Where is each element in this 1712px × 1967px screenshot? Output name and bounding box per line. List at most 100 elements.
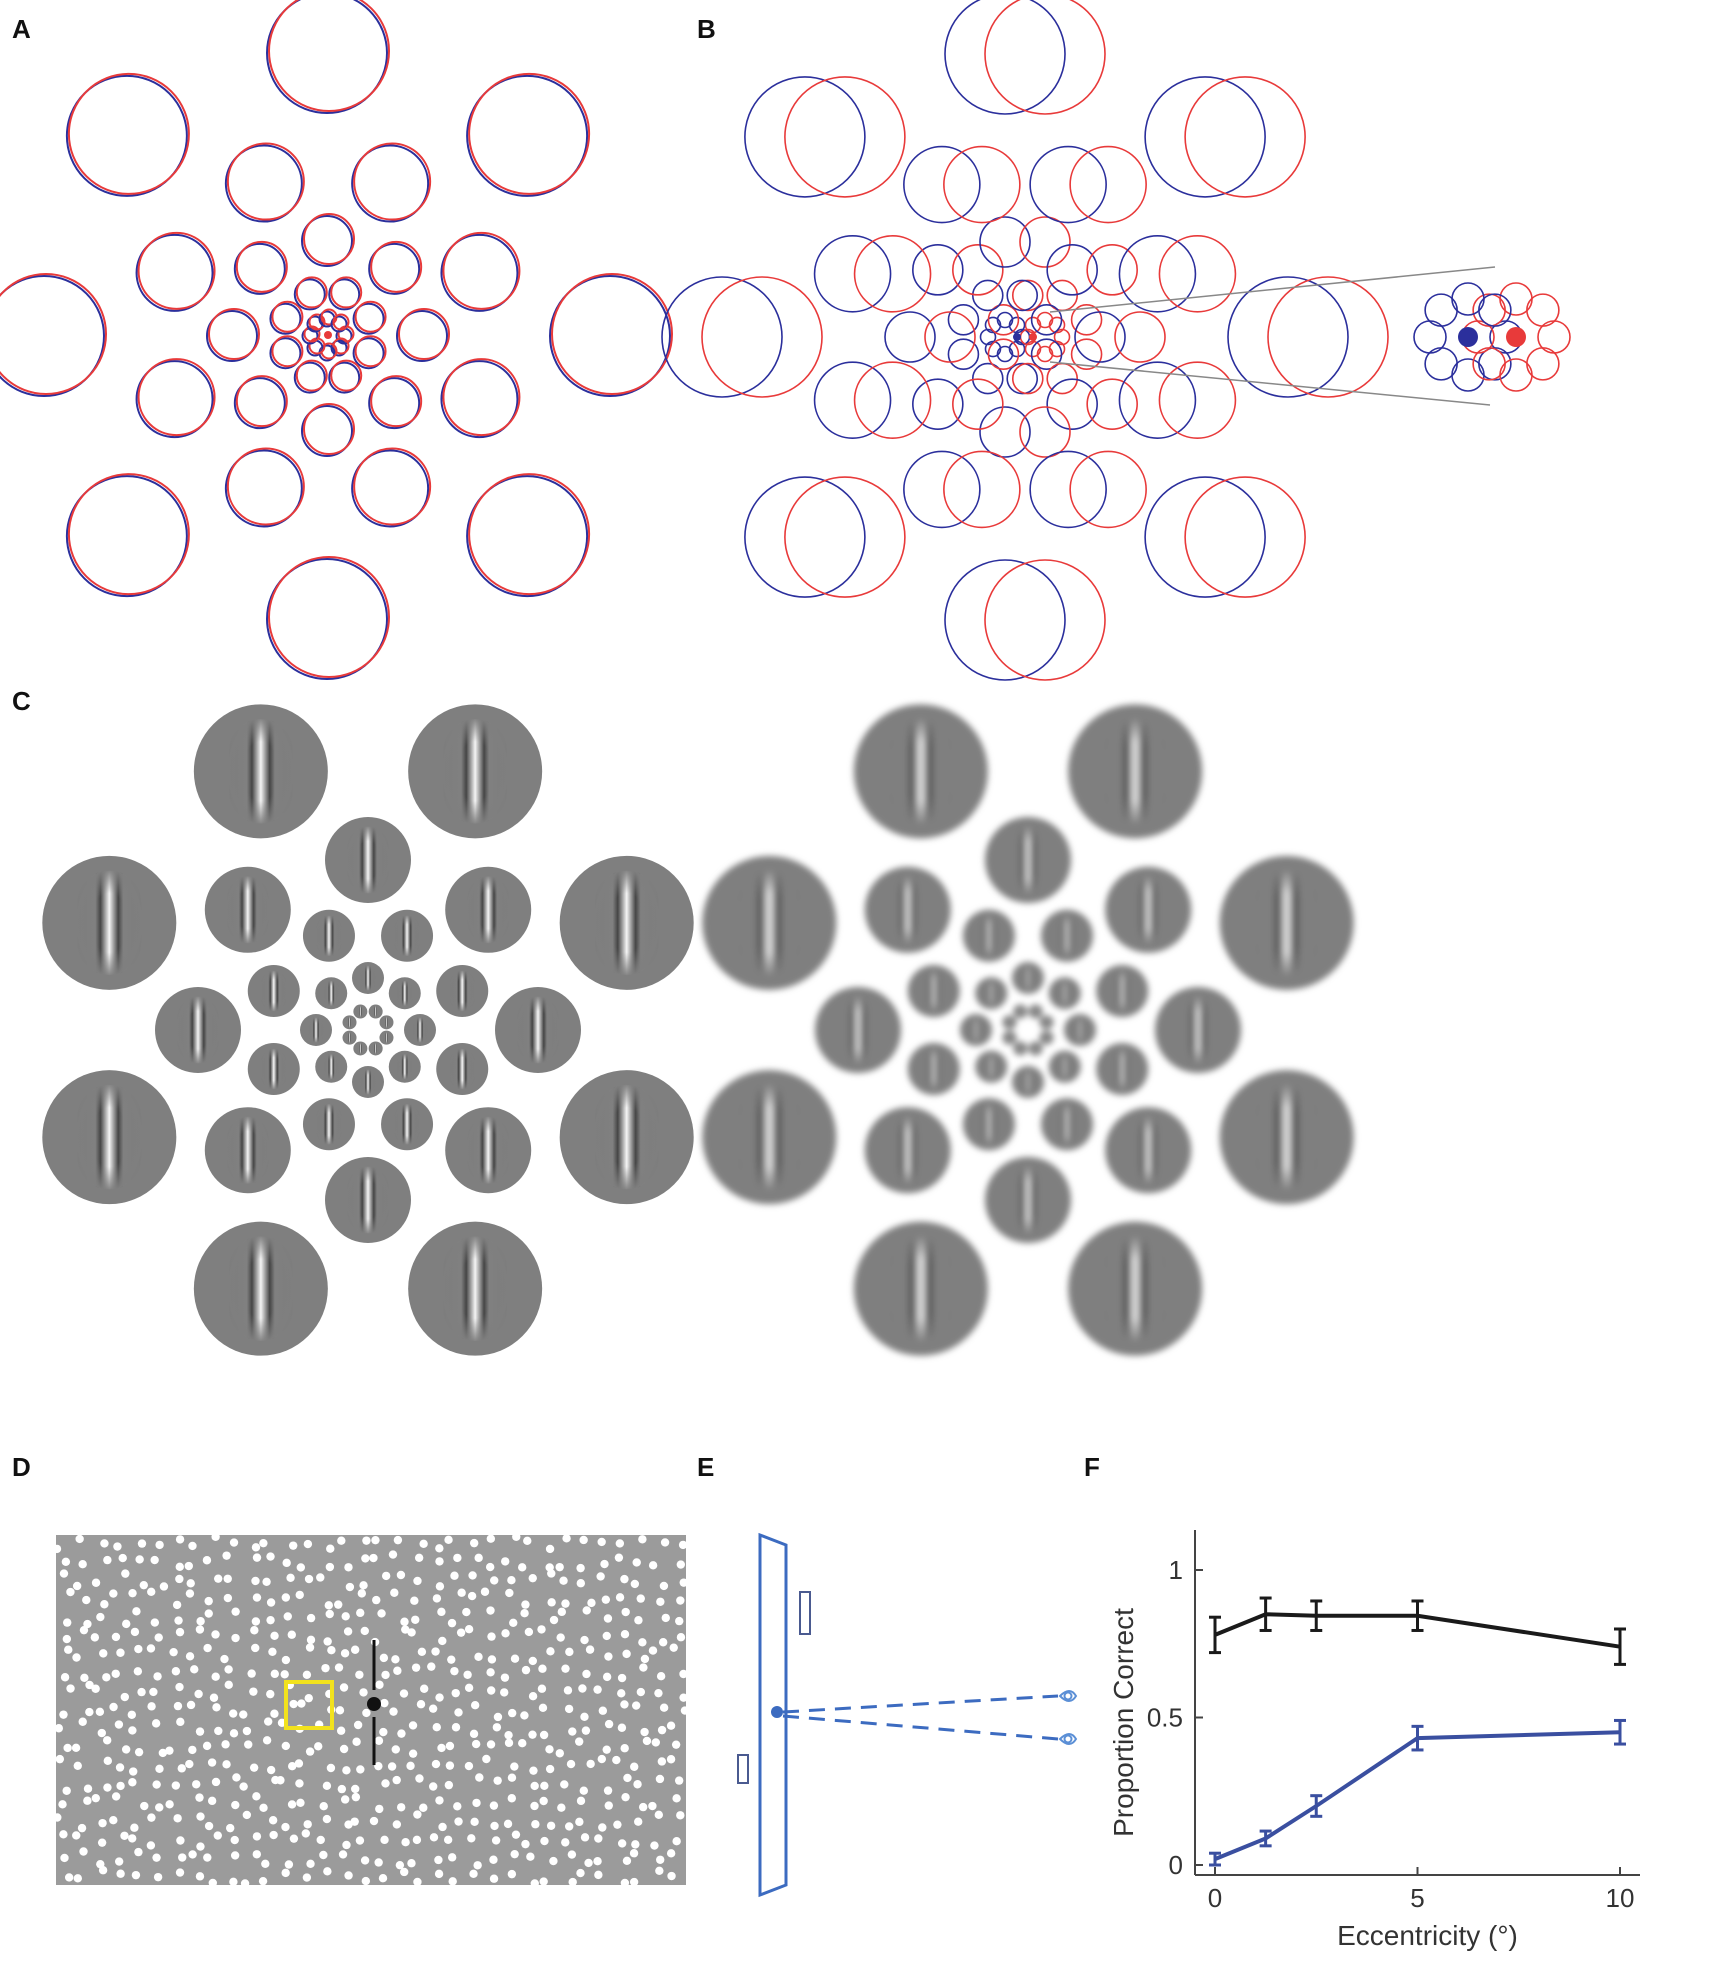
- white-dot: [617, 1723, 627, 1732]
- rf-circle-red: [952, 378, 1004, 430]
- white-dot: [91, 1793, 101, 1803]
- white-dot: [396, 1803, 406, 1812]
- white-dot: [487, 1655, 497, 1664]
- white-dot: [633, 1780, 642, 1789]
- white-dot: [463, 1670, 472, 1679]
- rf-circle-blue: [971, 362, 1004, 395]
- x-tick-label: 10: [1606, 1883, 1635, 1913]
- rf-circle-blue: [233, 377, 286, 430]
- white-dot: [407, 1859, 416, 1868]
- white-dot: [489, 1874, 499, 1883]
- rf-circle-red: [330, 359, 363, 392]
- white-dot: [338, 1850, 348, 1859]
- white-dot: [538, 1664, 547, 1673]
- white-dot: [116, 1869, 125, 1878]
- rf-circle-red: [987, 338, 1020, 371]
- white-dot: [85, 1707, 94, 1717]
- white-dot: [304, 1693, 313, 1703]
- white-dot: [587, 1598, 596, 1608]
- white-dot: [472, 1798, 481, 1808]
- gabor-fade: [382, 1032, 391, 1044]
- white-dot: [242, 1726, 252, 1736]
- rf-circle-blue: [352, 337, 385, 370]
- white-dot: [113, 1542, 122, 1551]
- white-dot: [401, 1837, 410, 1847]
- stimulus-rect-bottom: [737, 1754, 749, 1784]
- white-dot: [563, 1686, 573, 1695]
- rf-circle-blue: [813, 235, 892, 313]
- rf-circle-blue: [330, 315, 348, 333]
- white-dot: [111, 1792, 121, 1801]
- white-dot: [444, 1535, 453, 1545]
- white-dot: [676, 1811, 685, 1820]
- gabor-fade: [356, 1042, 365, 1055]
- white-dot: [413, 1576, 422, 1586]
- fixation-point: [771, 1706, 783, 1718]
- white-dot: [617, 1839, 627, 1848]
- white-dot: [214, 1726, 223, 1736]
- rf-circle-red: [924, 311, 976, 363]
- white-dot: [305, 1747, 315, 1756]
- white-dot: [266, 1615, 275, 1625]
- white-dot: [146, 1841, 156, 1850]
- white-dot: [546, 1821, 556, 1830]
- white-dot: [678, 1540, 688, 1550]
- white-dot: [438, 1636, 447, 1646]
- white-dot: [602, 1672, 612, 1682]
- white-dot: [486, 1740, 496, 1749]
- white-dot: [55, 1754, 65, 1764]
- white-dot: [258, 1876, 268, 1886]
- white-dot: [655, 1774, 665, 1784]
- rf-circle-blue: [351, 449, 430, 528]
- white-dot: [231, 1800, 240, 1810]
- gabor-fade: [307, 1017, 325, 1043]
- white-dot: [120, 1831, 129, 1840]
- x-axis-label: Eccentricity (°): [1337, 1920, 1518, 1951]
- white-dot: [327, 1646, 336, 1655]
- rf-circle-blue: [813, 361, 892, 439]
- rf-circle-red: [784, 476, 906, 598]
- inset-rf-red: [1526, 293, 1560, 327]
- rf-circle-blue: [1118, 235, 1197, 313]
- rf-circle-blue: [903, 145, 981, 224]
- gabor-fade: [1006, 1165, 1050, 1235]
- white-dot: [82, 1595, 91, 1605]
- white-dot: [91, 1578, 101, 1587]
- white-dot: [597, 1537, 606, 1547]
- white-dot: [400, 1617, 409, 1626]
- rf-circle-red: [271, 335, 304, 368]
- rf-circle-red: [943, 145, 1021, 224]
- white-dot: [302, 1670, 312, 1679]
- white-dot: [429, 1833, 439, 1842]
- white-dot: [134, 1747, 144, 1757]
- white-dot: [510, 1654, 520, 1663]
- rf-circle-blue: [947, 338, 980, 371]
- white-dot: [435, 1544, 444, 1553]
- white-dot: [175, 1868, 185, 1877]
- white-dot: [83, 1784, 93, 1793]
- gabor-fade: [1253, 869, 1320, 977]
- white-dot: [356, 1765, 365, 1774]
- panel-b-rf-rings-shifted: [661, 0, 1571, 681]
- white-dot: [208, 1878, 217, 1888]
- rf-circle-blue: [1029, 145, 1107, 224]
- rf-circle-blue: [266, 0, 388, 114]
- white-dot: [357, 1589, 367, 1598]
- panel-label-e: E: [697, 1452, 715, 1482]
- rf-circle-blue: [1144, 476, 1266, 598]
- white-dot: [638, 1535, 647, 1544]
- white-dot: [91, 1684, 100, 1693]
- rf-circle-blue: [0, 275, 105, 397]
- white-dot: [297, 1699, 306, 1708]
- white-dot: [518, 1738, 527, 1748]
- gabor-fade: [442, 717, 508, 825]
- white-dot: [114, 1857, 124, 1866]
- white-dot: [549, 1615, 559, 1625]
- white-dot: [98, 1818, 107, 1828]
- white-dot: [431, 1647, 440, 1656]
- white-dot: [122, 1619, 131, 1629]
- white-dot: [657, 1725, 667, 1735]
- white-dot: [549, 1856, 558, 1866]
- white-dot: [390, 1588, 399, 1597]
- white-dot: [575, 1817, 584, 1827]
